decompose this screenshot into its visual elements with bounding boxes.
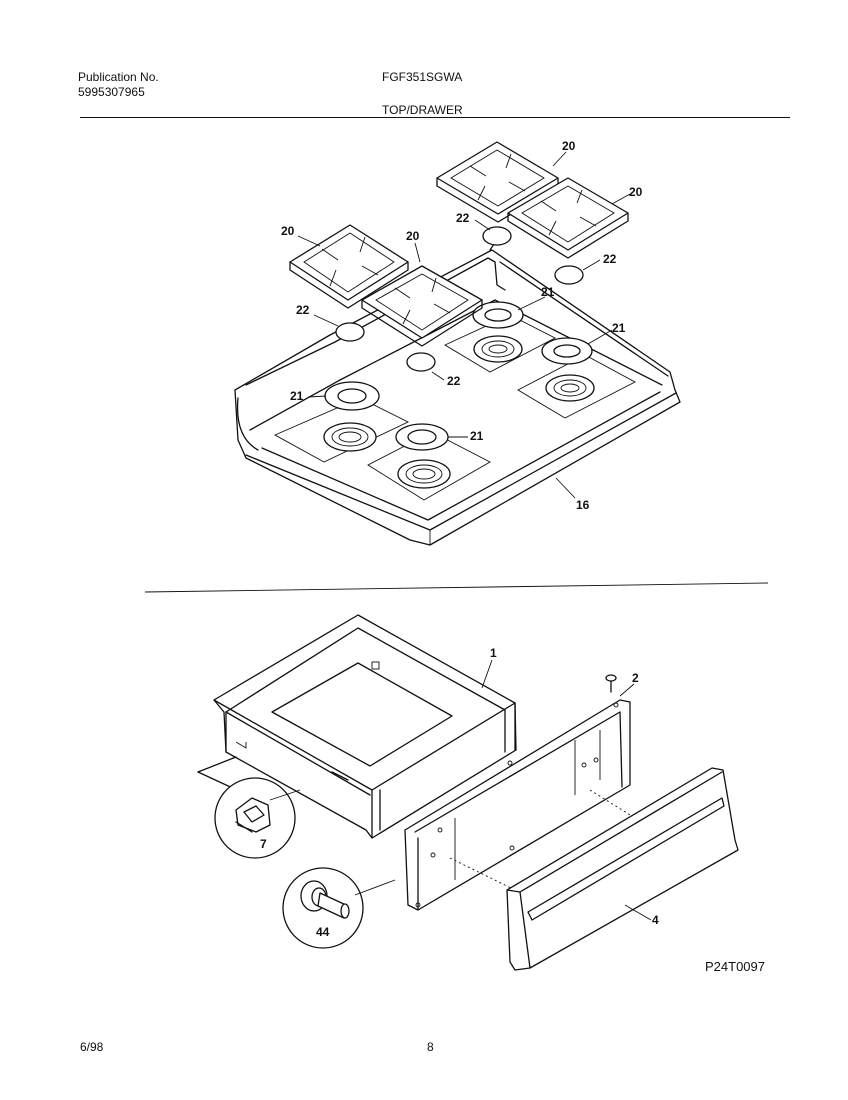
grate-center [361,265,483,347]
footer-date: 6/98 [80,1040,104,1054]
drawer-body [213,614,517,839]
callout-ring-front-left: 21 [290,389,304,403]
callout-grate-center: 20 [406,229,420,243]
callout-roller: 44 [316,925,330,939]
header-rule [80,117,790,118]
callout-drawer-frame: 2 [632,671,639,685]
callout-grate-rear-right: 20 [629,185,643,199]
cooktop-assembly [234,237,681,546]
callout-cap-left: 22 [296,303,310,317]
burner-cap-left [335,322,365,342]
callout-grate-rear-left: 20 [562,139,576,153]
grate-rear-right [507,177,629,259]
burner-recess-front-left [273,397,410,463]
burner-cap-center [406,352,436,372]
callout-grate-left: 20 [281,224,295,238]
burner-ring-front-right [395,423,449,451]
model-number: FGF351SGWA [382,70,463,84]
burner-recess-rear-right [517,354,636,419]
footer-page: 8 [427,1040,434,1054]
publication-label: Publication No. [78,70,159,84]
burner-ring-rear-right [541,337,593,365]
section-title: TOP/DRAWER [382,103,463,117]
callout-cap-rear-center: 22 [456,211,470,225]
burner-ring-front-left [324,381,380,411]
glide-rail [197,756,237,773]
detail-roller [282,867,364,949]
callout-drawer-front: 4 [652,913,659,927]
publication-number: 5995307965 [78,85,145,99]
callout-drawer-body: 1 [490,646,497,660]
callout-cap-rear-right: 22 [603,252,617,266]
burner-ring-rear-left [472,301,524,329]
callout-ring-front-right: 21 [470,429,484,443]
callout-cap-center: 22 [447,374,461,388]
drawer-frame [404,699,631,911]
detail-glide [214,777,296,859]
figure-id: P24T0097 [705,959,765,974]
frame-screw [605,674,617,693]
section-separator [144,582,769,593]
burner-cap-rear-center [482,226,512,246]
callout-ring-rear-right: 21 [612,321,626,335]
callout-cooktop: 16 [576,498,590,512]
drawer-front-panel [506,767,739,971]
callout-glide: 7 [260,837,267,851]
callout-ring-rear-left: 21 [541,285,555,299]
burner-cap-rear-right [554,265,584,285]
grate-left [289,224,409,309]
